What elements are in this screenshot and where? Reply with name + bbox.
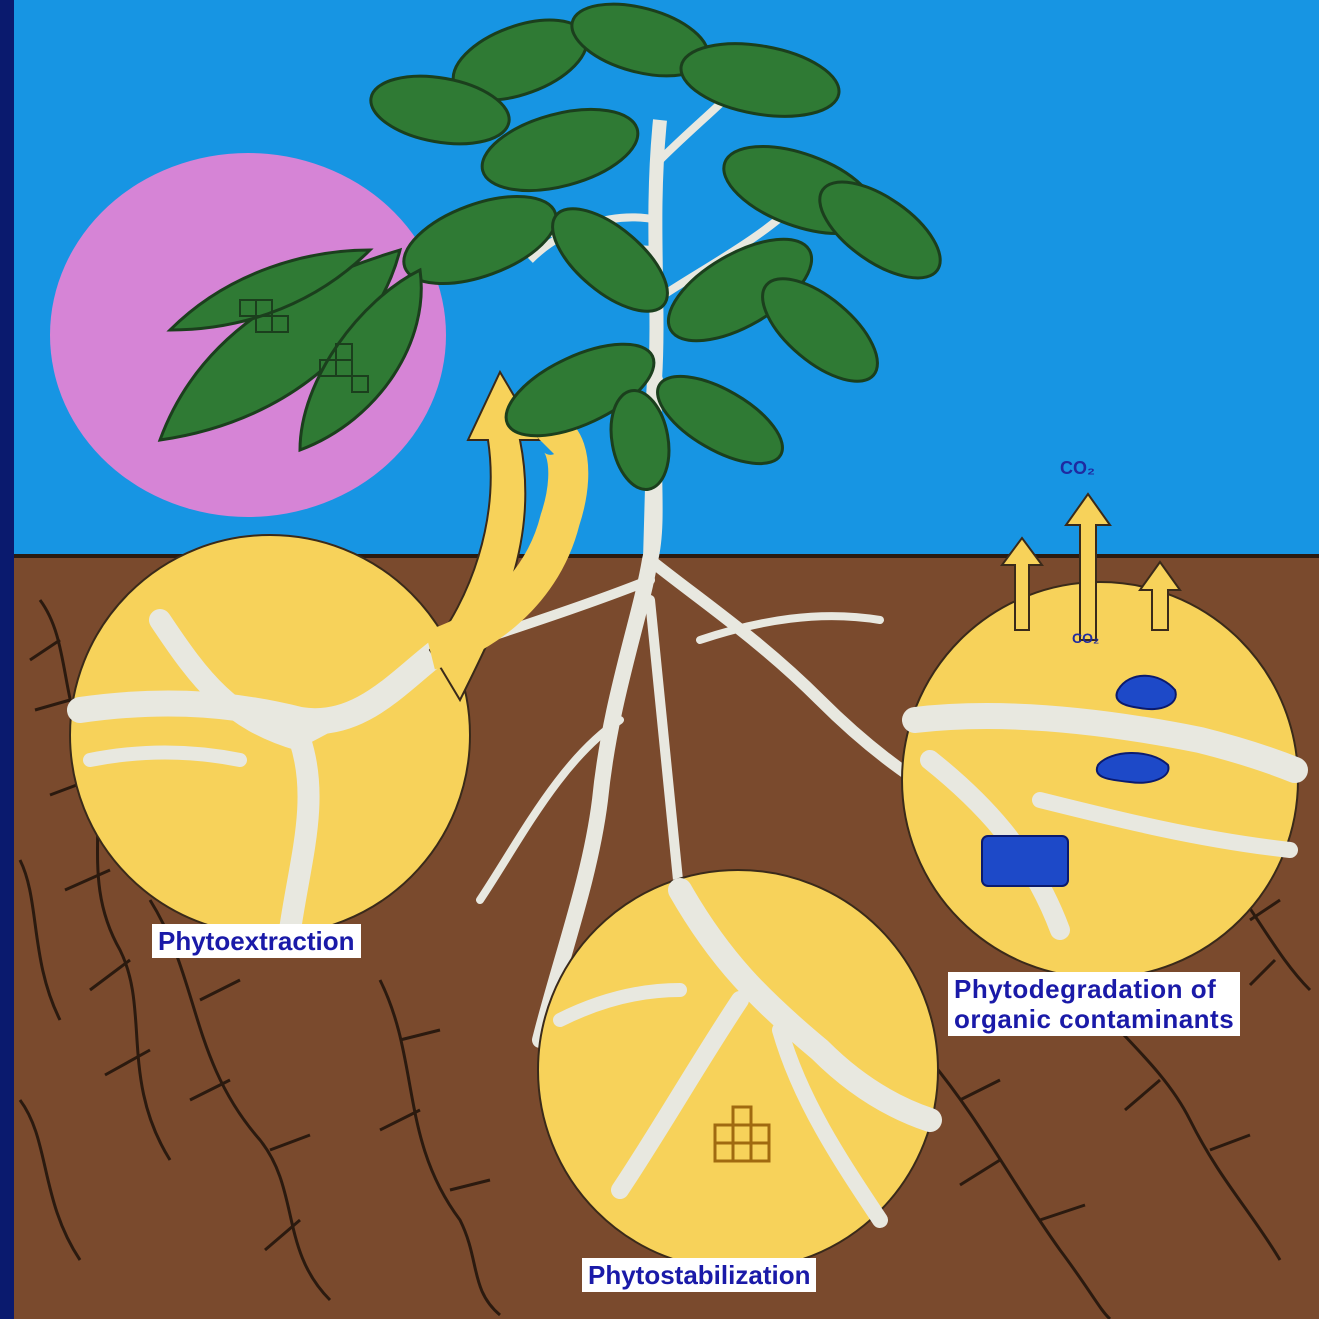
co2-inner-label: CO₂ — [1072, 630, 1099, 646]
stem — [650, 120, 660, 560]
phytodegradation-label: Phytodegradation of organic contaminants — [948, 972, 1240, 1036]
phytostabilization-label: Phytostabilization — [582, 1258, 816, 1292]
phytoextraction-label: Phytoextraction — [152, 924, 361, 958]
co2-top-label: CO₂ — [1060, 458, 1095, 479]
